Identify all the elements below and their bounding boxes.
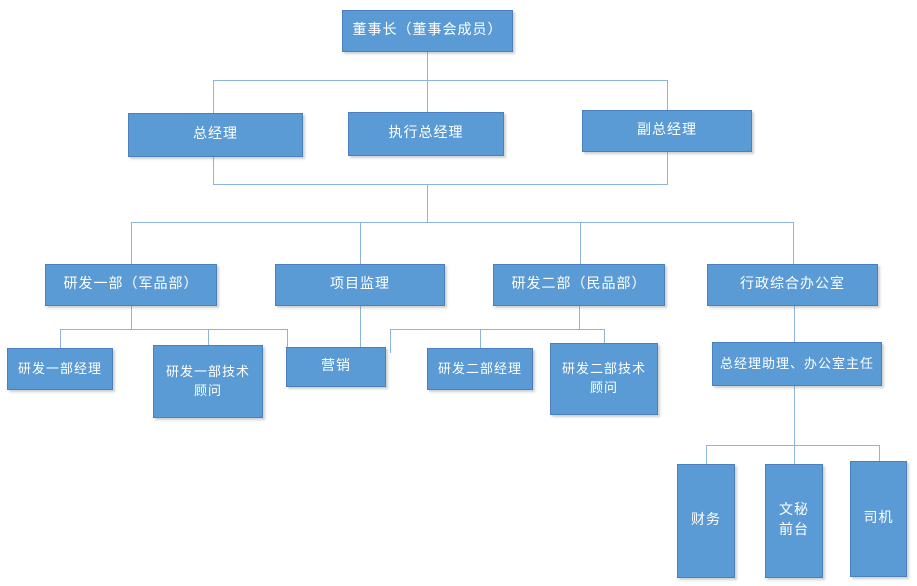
connector-line	[667, 152, 668, 184]
org-node-executive-gm[interactable]: 执行总经理	[348, 112, 504, 156]
org-node-rd2-tech-advisor[interactable]: 研发二部技术 顾问	[550, 343, 658, 415]
connector-line	[794, 386, 795, 445]
connector-line	[213, 157, 214, 184]
org-node-rd-dept-2[interactable]: 研发二部（民品部）	[493, 264, 665, 306]
connector-line	[879, 445, 880, 461]
org-node-deputy-gm[interactable]: 副总经理	[582, 110, 752, 152]
connector-line	[60, 329, 288, 330]
connector-line	[579, 306, 580, 329]
org-node-gm-assistant[interactable]: 总经理助理、办公室主任	[712, 342, 882, 386]
org-node-rd1-tech-advisor[interactable]: 研发一部技术 顾问	[153, 345, 263, 418]
connector-line	[580, 222, 581, 264]
connector-line	[427, 52, 428, 113]
org-node-project-supervision[interactable]: 项目监理	[275, 264, 445, 306]
org-node-general-manager[interactable]: 总经理	[128, 113, 303, 157]
connector-line	[60, 329, 61, 348]
connector-line	[667, 80, 668, 110]
connector-line	[706, 445, 880, 446]
connector-line	[794, 306, 795, 342]
org-node-secretary-reception[interactable]: 文秘 前台	[765, 464, 823, 578]
connector-line	[360, 306, 361, 347]
org-node-rd2-manager[interactable]: 研发二部经理	[427, 348, 533, 390]
connector-line	[390, 329, 391, 353]
connector-line	[390, 329, 605, 330]
connector-line	[131, 222, 794, 223]
connector-line	[287, 329, 288, 347]
org-node-rd1-manager[interactable]: 研发一部经理	[7, 348, 113, 390]
connector-line	[480, 329, 481, 348]
connector-line	[427, 184, 428, 222]
org-node-admin-office[interactable]: 行政综合办公室	[707, 264, 878, 306]
connector-line	[604, 329, 605, 343]
connector-line	[208, 329, 209, 345]
org-node-rd-dept-1[interactable]: 研发一部（军品部）	[45, 264, 217, 306]
connector-line	[213, 80, 214, 113]
connector-line	[794, 445, 795, 464]
org-node-driver[interactable]: 司机	[850, 461, 907, 577]
org-node-chairman[interactable]: 董事长（董事会成员）	[342, 10, 513, 52]
connector-line	[213, 184, 668, 185]
connector-line	[131, 222, 132, 264]
connector-line	[793, 222, 794, 264]
org-node-marketing[interactable]: 营销	[286, 347, 386, 387]
connector-line	[706, 445, 707, 464]
connector-line	[360, 222, 361, 264]
org-node-finance[interactable]: 财务	[677, 464, 735, 578]
connector-line	[131, 306, 132, 329]
connector-line	[213, 80, 668, 81]
